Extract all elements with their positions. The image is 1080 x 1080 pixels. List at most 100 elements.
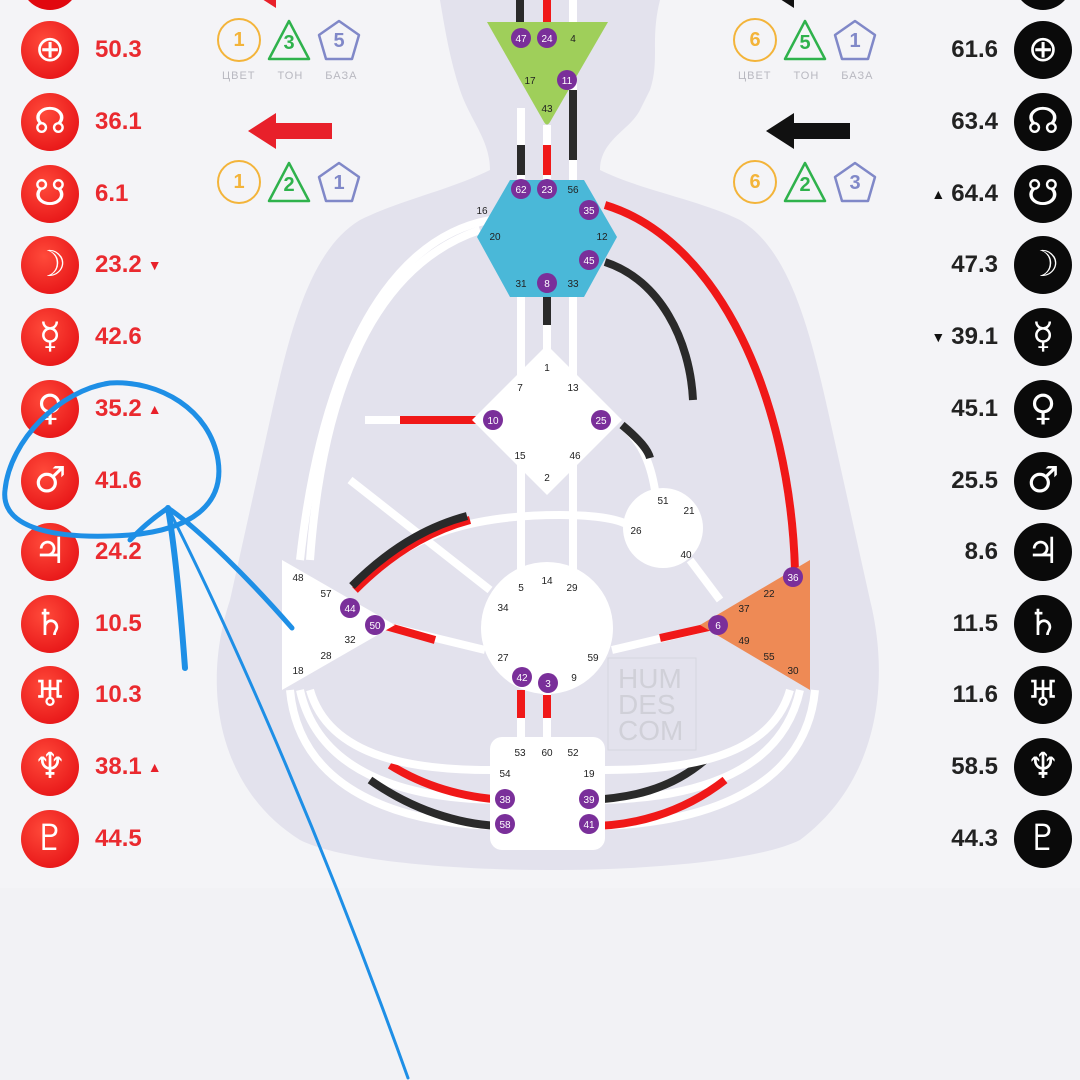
channel <box>603 258 697 401</box>
center-solar-plexus[interactable]: 36 22 37 6 49 55 30 <box>700 560 810 690</box>
gate-10[interactable]: 10 <box>487 416 499 427</box>
planet-row-uranus[interactable]: ♅10.3 <box>21 666 142 724</box>
gate-35[interactable]: 35 <box>583 206 595 217</box>
gate-36[interactable]: 36 <box>787 573 799 584</box>
planet-row-north-node[interactable]: 63.4☊ <box>951 93 1072 151</box>
gate-15[interactable]: 15 <box>514 451 526 462</box>
planet-row-mercury[interactable]: ▼39.1☿ <box>925 308 1072 366</box>
gate-20[interactable]: 20 <box>489 232 501 243</box>
planet-row-pluto[interactable]: 44.3♇ <box>951 810 1072 868</box>
planet-row-moon[interactable]: 47.3☽ <box>951 236 1072 294</box>
gate-30[interactable]: 30 <box>787 666 799 677</box>
gate-3[interactable]: 3 <box>545 679 551 690</box>
gate-23[interactable]: 23 <box>541 185 553 196</box>
gate-28[interactable]: 28 <box>320 651 332 662</box>
gate-46[interactable]: 46 <box>569 451 581 462</box>
gate-45[interactable]: 45 <box>583 256 595 267</box>
gate-52[interactable]: 52 <box>567 748 579 759</box>
planet-row-south-node[interactable]: ▲64.4☋ <box>925 165 1072 223</box>
planet-row-south-node[interactable]: ☋6.1 <box>21 165 128 223</box>
gate-2[interactable]: 2 <box>544 473 550 484</box>
gate-4[interactable]: 4 <box>570 34 576 45</box>
gate-34[interactable]: 34 <box>497 603 509 614</box>
gate-line-value: 64.4 <box>951 180 998 207</box>
gate-33[interactable]: 33 <box>567 279 579 290</box>
channel <box>296 216 491 561</box>
gate-48[interactable]: 48 <box>292 573 304 584</box>
gate-19[interactable]: 19 <box>583 769 595 780</box>
gate-62[interactable]: 62 <box>515 185 527 196</box>
gate-41[interactable]: 41 <box>583 820 595 831</box>
gate-59[interactable]: 59 <box>587 653 599 664</box>
gate-26[interactable]: 26 <box>630 526 642 537</box>
gate-43[interactable]: 43 <box>541 104 553 115</box>
gate-39[interactable]: 39 <box>583 795 595 806</box>
gate-29[interactable]: 29 <box>566 583 578 594</box>
gate-18[interactable]: 18 <box>292 666 304 677</box>
gate-50[interactable]: 50 <box>369 621 381 632</box>
planet-row-saturn[interactable]: ♄10.5 <box>21 595 142 653</box>
gate-24[interactable]: 24 <box>541 34 553 45</box>
planet-row-mars[interactable]: ♂41.6 <box>21 452 142 510</box>
gate-32[interactable]: 32 <box>344 635 356 646</box>
gate-12[interactable]: 12 <box>596 232 608 243</box>
gate-27[interactable]: 27 <box>497 653 509 664</box>
center-g[interactable]: 1 7 13 10 25 15 46 2 <box>472 345 622 495</box>
gate-57[interactable]: 57 <box>320 589 332 600</box>
gate-51[interactable]: 51 <box>657 496 669 507</box>
planet-row-pluto[interactable]: ♇44.5 <box>21 810 142 868</box>
gate-58[interactable]: 58 <box>499 820 511 831</box>
gate-47[interactable]: 47 <box>515 34 527 45</box>
gate-37[interactable]: 37 <box>738 604 750 615</box>
center-ajna[interactable]: 47 24 4 17 11 43 <box>487 22 608 125</box>
gate-5[interactable]: 5 <box>518 583 524 594</box>
gate-56[interactable]: 56 <box>567 185 579 196</box>
gate-22[interactable]: 22 <box>763 589 775 600</box>
center-root[interactable]: 53 60 52 54 19 38 39 58 41 <box>490 737 605 850</box>
gate-53[interactable]: 53 <box>514 748 526 759</box>
gate-60[interactable]: 60 <box>541 748 553 759</box>
planet-row-north-node[interactable]: ☊36.1 <box>21 93 142 151</box>
gate-42[interactable]: 42 <box>516 673 528 684</box>
planet-row-mercury[interactable]: ☿42.6 <box>21 308 142 366</box>
planet-row-jupiter[interactable]: 8.6♃ <box>965 523 1072 581</box>
center-ego[interactable]: 51 21 26 40 <box>623 488 703 568</box>
gate-55[interactable]: 55 <box>763 652 775 663</box>
gate-6[interactable]: 6 <box>715 621 721 632</box>
gate-7[interactable]: 7 <box>517 383 523 394</box>
gate-31[interactable]: 31 <box>515 279 527 290</box>
gate-11[interactable]: 11 <box>562 76 573 87</box>
gate-25[interactable]: 25 <box>595 416 607 427</box>
color-circle-icon: 1 <box>217 160 261 204</box>
gate-17[interactable]: 17 <box>524 76 536 87</box>
planet-row-neptune[interactable]: ♆38.1▲ <box>21 738 168 796</box>
gate-38[interactable]: 38 <box>499 795 511 806</box>
planet-row-uranus[interactable]: 11.6♅ <box>953 666 1072 724</box>
planet-row-earth[interactable]: ⊕50.3 <box>21 21 142 79</box>
gate-54[interactable]: 54 <box>499 769 511 780</box>
planet-row-earth[interactable]: 61.6⊕ <box>951 21 1072 79</box>
planet-row-neptune[interactable]: 58.5♆ <box>951 738 1072 796</box>
planet-row-mars[interactable]: 25.5♂ <box>951 452 1072 510</box>
planet-row-moon[interactable]: ☽23.2▼ <box>21 236 168 294</box>
planet-row-venus[interactable]: ♀35.2▲ <box>21 380 168 438</box>
gate-13[interactable]: 13 <box>567 383 579 394</box>
center-sacral[interactable]: 5 14 29 34 27 59 42 3 9 <box>481 562 613 694</box>
uranus-icon: ♅ <box>1014 666 1072 724</box>
gate-1[interactable]: 1 <box>544 363 550 374</box>
active-gate-marker <box>579 250 599 270</box>
gate-44[interactable]: 44 <box>344 604 356 615</box>
planet-row-jupiter[interactable]: ♃24.2 <box>21 523 142 581</box>
gate-8[interactable]: 8 <box>544 279 550 290</box>
center-throat[interactable]: 62 23 56 16 35 20 12 45 31 8 33 <box>476 179 617 297</box>
gate-40[interactable]: 40 <box>680 550 692 561</box>
gate-9[interactable]: 9 <box>571 673 577 684</box>
gate-16[interactable]: 16 <box>476 206 488 217</box>
base-label: БАЗА <box>841 70 874 82</box>
planet-row-venus[interactable]: 45.1♀ <box>951 380 1072 438</box>
gate-14[interactable]: 14 <box>541 576 553 587</box>
gate-21[interactable]: 21 <box>683 506 695 517</box>
planet-row-saturn[interactable]: 11.5♄ <box>953 595 1072 653</box>
design-arrow-left-icon <box>248 113 332 149</box>
gate-49[interactable]: 49 <box>738 636 750 647</box>
